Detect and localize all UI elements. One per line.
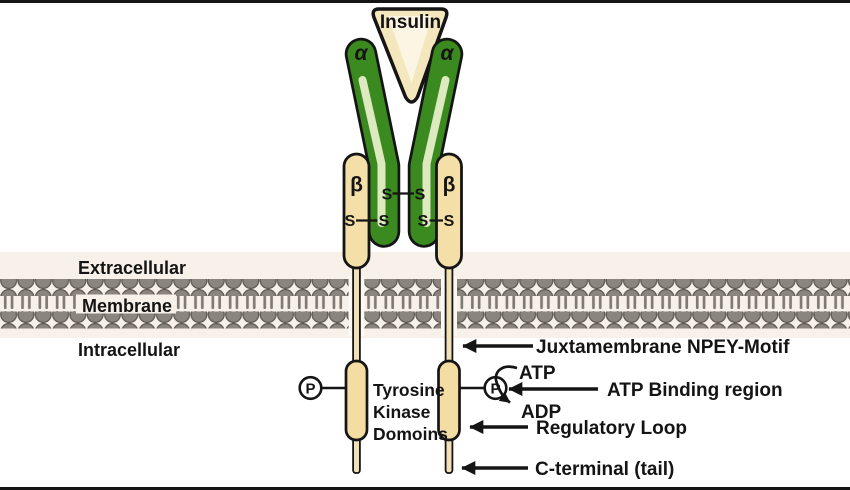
membrane-label-gap [76, 294, 176, 314]
s-label: S [379, 213, 390, 230]
beta-left-ectodomain [342, 152, 371, 270]
s-label: S [444, 213, 455, 230]
phosphorylation-left: P [298, 375, 347, 401]
atp-adp-curved-arrow [494, 365, 518, 404]
beta-label-left: β [350, 174, 363, 197]
lipid-heads-outer [0, 279, 850, 296]
s-label: S [382, 187, 393, 204]
adp-label: ADP [521, 402, 561, 423]
alpha-left-highlight [358, 76, 386, 227]
phosphate-circle-left [298, 375, 323, 401]
lipid-tails [0, 296, 850, 312]
extracellular-label: Extracellular [78, 258, 186, 278]
s-label: S [415, 187, 426, 204]
regulatory-loop-label: Regulatory Loop [536, 418, 687, 439]
bottom-border [0, 487, 850, 490]
alpha-label-right: α [440, 42, 454, 65]
kinase-domain-right [437, 359, 461, 442]
lipid-heads-inner [0, 311, 850, 329]
membrane-label: Membrane [82, 296, 172, 316]
alpha-right-highlight [422, 76, 450, 227]
alpha-label-left: α [354, 42, 368, 65]
kinase-caption: Tyrosine Kinase Domoins [373, 380, 448, 444]
disulfide-bonds: S S S S S S [345, 187, 455, 231]
insulin-label: Insulin [380, 12, 441, 33]
intracellular-label: Intracellular [78, 340, 180, 360]
kinase-caption-line3: Domoins [373, 424, 448, 444]
kinase-domain-left [344, 359, 369, 442]
atp-label: ATP [519, 363, 556, 384]
beta-subunits [342, 152, 463, 474]
membrane-bilayer [0, 279, 850, 329]
atp-binding-label: ATP Binding region [607, 380, 783, 401]
beta-right-ectodomain [435, 152, 463, 270]
insulin-ligand: Insulin [371, 7, 449, 104]
beta-label-right: β [443, 174, 456, 197]
s-label: S [345, 213, 356, 230]
s-label: S [418, 213, 429, 230]
kinase-caption-line2: Kinase [373, 402, 431, 422]
juxtamembrane-label: Juxtamembrane NPEY-Motif [536, 337, 790, 358]
c-terminal-label: C-terminal (tail) [535, 459, 674, 480]
insulin-wedge-highlight [388, 16, 432, 83]
alpha-subunits [344, 37, 464, 248]
phosphate-label: P [490, 381, 500, 398]
kinase-caption-line1: Tyrosine [373, 380, 445, 400]
phosphate-label: P [305, 381, 315, 398]
top-border [0, 0, 850, 3]
annotation-arrows [461, 338, 598, 476]
